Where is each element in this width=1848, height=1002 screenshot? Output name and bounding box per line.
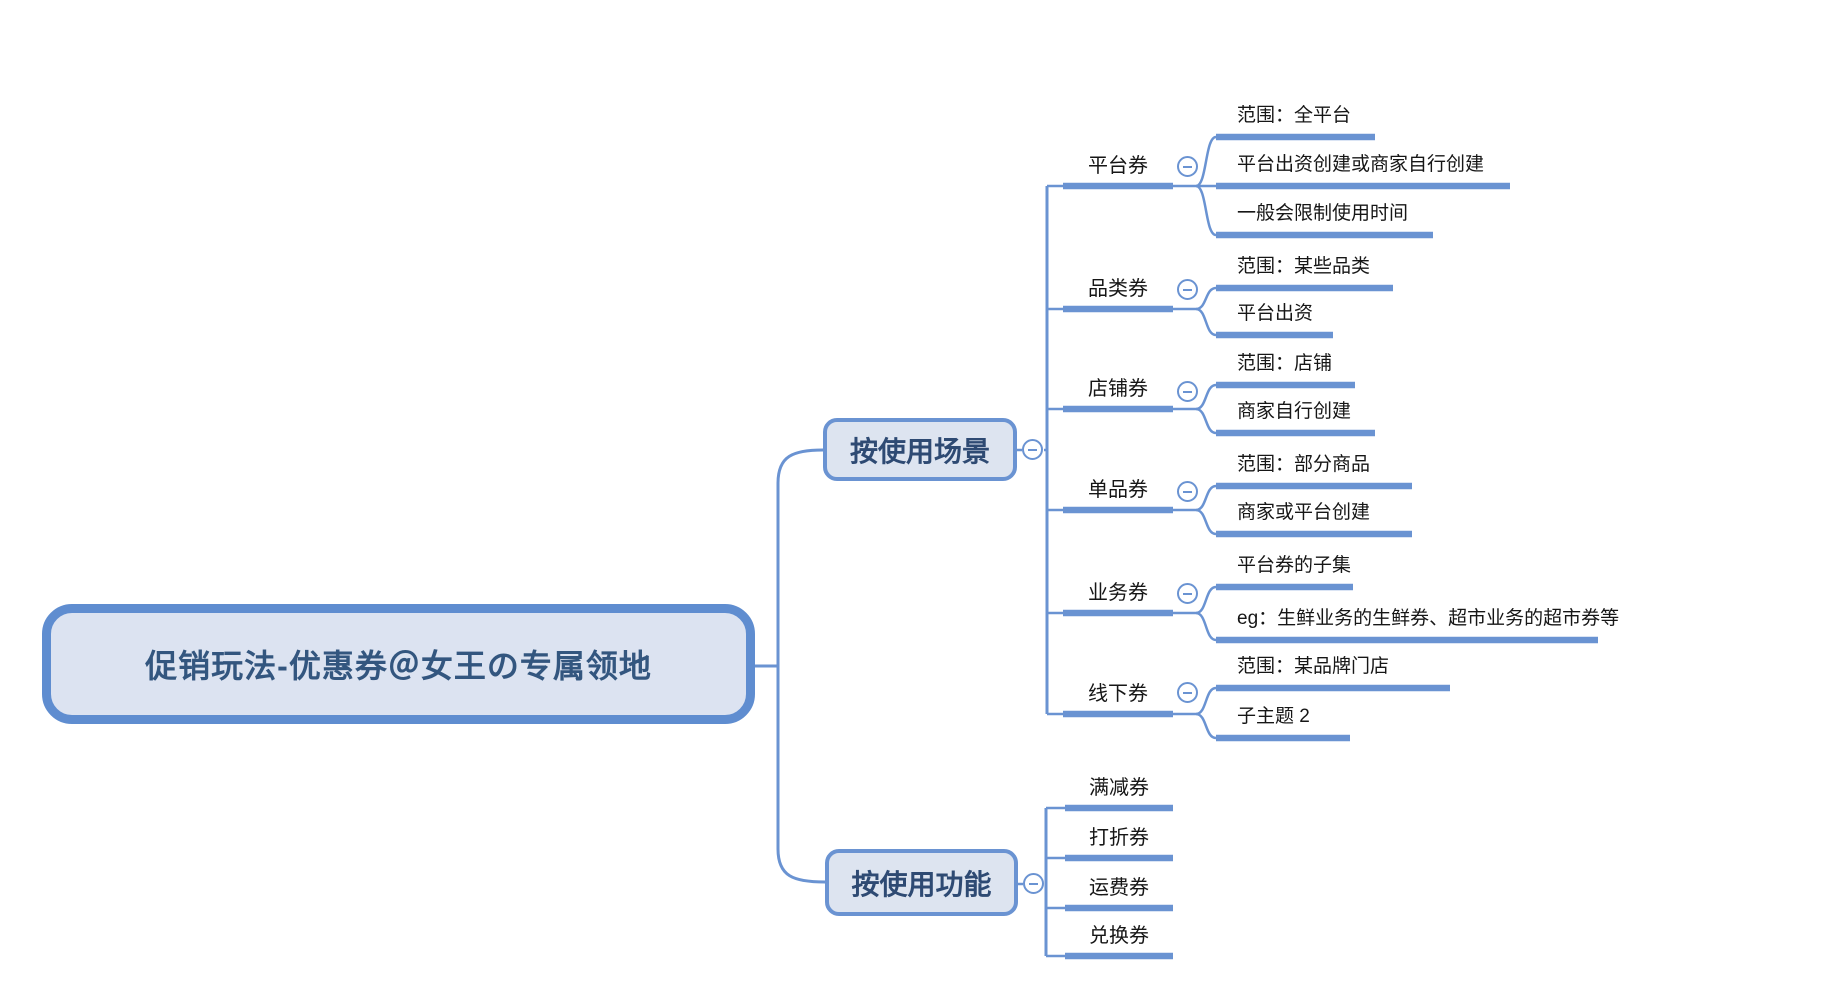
topic-full-reduction-coupon[interactable]: 满减券 — [1089, 777, 1149, 799]
collapse-icon-business[interactable] — [1177, 583, 1198, 604]
minus-icon — [1183, 592, 1192, 595]
leaf-topic[interactable]: 范围：全平台 — [1237, 105, 1352, 126]
collapse-icon-shop[interactable] — [1177, 381, 1198, 402]
topic-platform-coupon[interactable]: 平台券 — [1088, 155, 1148, 177]
leaf-topic[interactable]: eg：生鲜业务的生鲜券、超市业务的超市券等 — [1237, 608, 1620, 629]
collapse-icon-scenario[interactable] — [1022, 439, 1043, 460]
collapse-icon-platform[interactable] — [1177, 156, 1198, 177]
leaf-topic[interactable]: 一般会限制使用时间 — [1237, 203, 1409, 224]
topic-shop-coupon[interactable]: 店铺券 — [1088, 378, 1148, 400]
minus-icon — [1029, 882, 1038, 885]
topic-item-coupon[interactable]: 单品券 — [1088, 479, 1148, 501]
collapse-icon-function[interactable] — [1023, 873, 1044, 894]
leaf-topic[interactable]: 平台出资 — [1237, 303, 1314, 324]
collapse-icon-item[interactable] — [1177, 481, 1198, 502]
collapse-icon-category[interactable] — [1177, 279, 1198, 300]
leaf-topic[interactable]: 范围：部分商品 — [1237, 454, 1371, 475]
minus-icon — [1183, 490, 1192, 493]
minus-icon — [1183, 165, 1192, 168]
leaf-topic[interactable]: 子主题 2 — [1237, 706, 1310, 727]
leaf-topic[interactable]: 范围：某些品类 — [1237, 256, 1371, 277]
topic-offline-coupon[interactable]: 线下券 — [1088, 683, 1148, 705]
topic-exchange-coupon[interactable]: 兑换券 — [1089, 925, 1149, 947]
leaf-topic[interactable]: 平台出资创建或商家自行创建 — [1237, 154, 1485, 175]
minus-icon — [1183, 691, 1192, 694]
branch-function[interactable]: 按使用功能 — [825, 849, 1018, 916]
topic-business-coupon[interactable]: 业务券 — [1088, 582, 1148, 604]
collapse-icon-offline[interactable] — [1177, 682, 1198, 703]
topic-category-coupon[interactable]: 品类券 — [1088, 278, 1148, 300]
minus-icon — [1028, 448, 1037, 451]
topic-discount-coupon[interactable]: 打折券 — [1089, 827, 1149, 849]
minus-icon — [1183, 390, 1192, 393]
leaf-topic[interactable]: 范围：店铺 — [1237, 353, 1333, 374]
minus-icon — [1183, 288, 1192, 291]
leaf-topic[interactable]: 范围：某品牌门店 — [1237, 656, 1390, 677]
leaf-topic[interactable]: 商家或平台创建 — [1237, 502, 1371, 523]
leaf-topic[interactable]: 商家自行创建 — [1237, 401, 1352, 422]
branch-scenario[interactable]: 按使用场景 — [823, 418, 1017, 481]
root-topic[interactable]: 促销玩法-优惠券＠女王の专属领地 — [42, 604, 755, 724]
topic-shipping-coupon[interactable]: 运费券 — [1089, 877, 1149, 899]
leaf-topic[interactable]: 平台券的子集 — [1237, 555, 1352, 576]
